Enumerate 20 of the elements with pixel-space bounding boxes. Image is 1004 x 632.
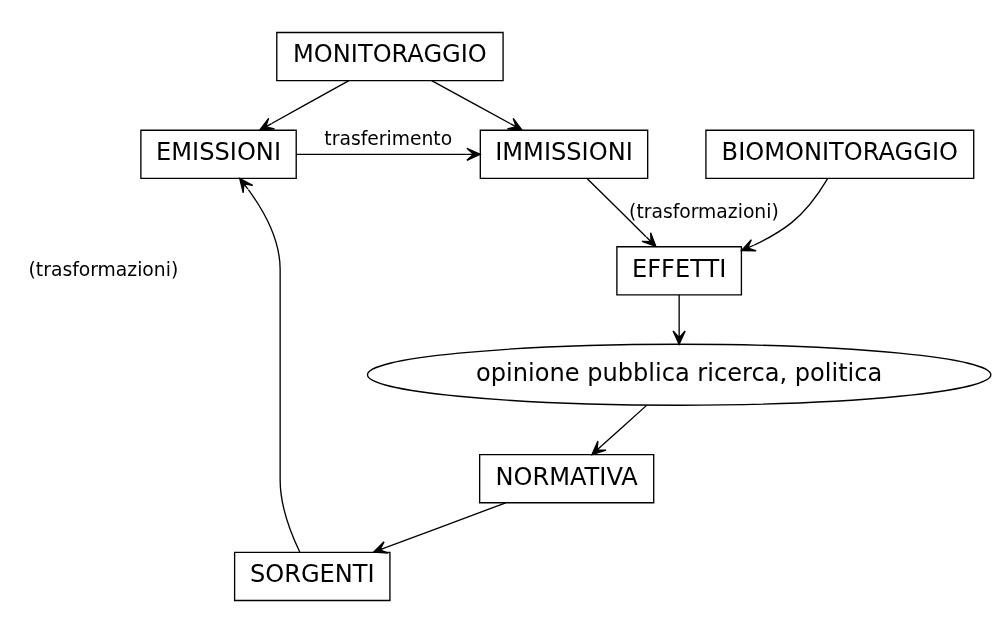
edge-label: (trasformazioni) xyxy=(628,200,779,222)
label: (trasformazioni) xyxy=(28,258,178,280)
arrow xyxy=(238,177,300,553)
node-box: MONITORAGGIO xyxy=(275,31,504,81)
node-box: EFFETTI xyxy=(615,245,742,296)
node-box: EMISSIONI xyxy=(139,129,297,179)
edge-label: trasferimento xyxy=(323,127,452,149)
node-box: SORGENTI xyxy=(233,551,391,601)
arrow xyxy=(372,501,506,554)
arrow xyxy=(430,79,523,131)
arrow xyxy=(590,404,647,455)
node-ellipse: opinione pubblica ricerca, politica xyxy=(366,343,991,406)
node-box: BIOMONITORAGGIO xyxy=(704,129,974,179)
arrow xyxy=(586,177,657,247)
arrow xyxy=(258,79,350,131)
arrow xyxy=(295,147,481,161)
arrow xyxy=(671,293,686,345)
node-box: NORMATIVA xyxy=(478,453,654,503)
arrow xyxy=(740,177,828,251)
node-box: IMMISSIONI xyxy=(479,129,648,179)
